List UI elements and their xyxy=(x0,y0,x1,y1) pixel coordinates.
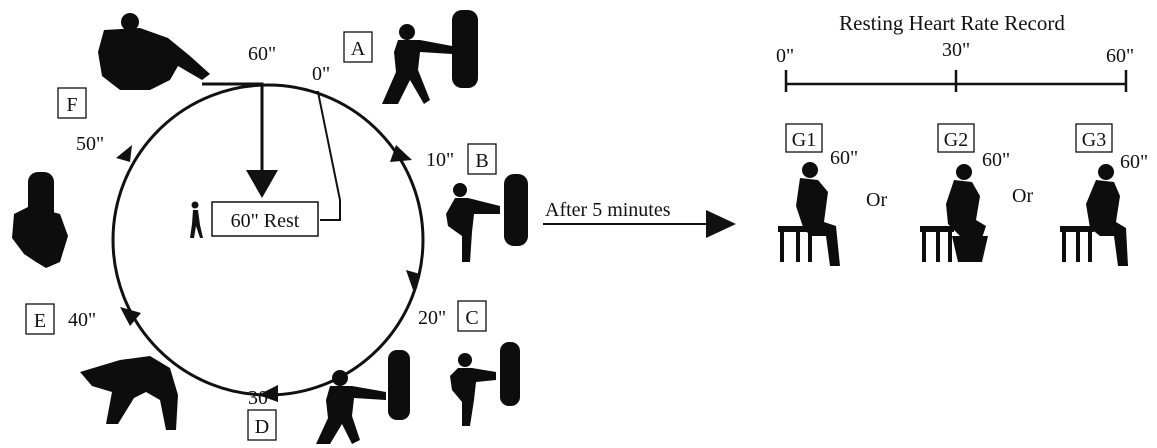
circuit-direction-arrows xyxy=(116,145,420,402)
arrow-e-to-f xyxy=(116,145,132,162)
station-a-time: 0" xyxy=(312,63,330,85)
boxer-silhouette-d xyxy=(316,370,386,444)
rest-box xyxy=(211,201,319,237)
or-connector-1: Or xyxy=(866,189,887,211)
group-g2-time: 60" xyxy=(982,149,1010,171)
or-connector-2: Or xyxy=(1012,185,1033,207)
boxer-punching-bag-silhouette xyxy=(382,10,478,104)
station-e-letter: E xyxy=(34,310,46,332)
hr-tick-label-60: 60" xyxy=(1106,45,1134,67)
heavy-bag-silhouette-e xyxy=(12,172,68,268)
group-g2-box xyxy=(937,123,975,153)
group-g1-label: G1 xyxy=(792,129,816,151)
station-e-time: 40" xyxy=(68,309,96,331)
transition-arrow-head xyxy=(706,210,736,238)
station-d-letter: D xyxy=(255,416,269,438)
seated-person-g2-silhouette xyxy=(920,164,988,262)
transition-label: After 5 minutes xyxy=(545,199,671,221)
station-a-box xyxy=(343,31,373,63)
heart-rate-title: Resting Heart Rate Record xyxy=(839,11,1065,35)
top-time-label: 60" xyxy=(248,43,276,65)
arrow-b-to-c xyxy=(406,270,420,290)
station-e-box xyxy=(25,303,55,335)
station-c-time: 20" xyxy=(418,307,446,329)
rest-connector xyxy=(313,91,341,221)
station-c-box xyxy=(457,300,487,332)
station-d-time: 30" xyxy=(248,387,276,409)
hr-tick-label-30: 30" xyxy=(942,39,970,61)
group-g3-label: G3 xyxy=(1082,129,1106,151)
arrow-c-to-d xyxy=(258,385,278,402)
station-b-time: 10" xyxy=(426,149,454,171)
runner-icon xyxy=(190,201,203,238)
rest-arrow xyxy=(202,82,278,198)
station-f-letter: F xyxy=(66,94,77,116)
station-b-box xyxy=(467,143,497,175)
grappling-silhouette-f xyxy=(98,13,210,90)
station-c-letter: C xyxy=(465,307,478,329)
seated-person-g1-silhouette xyxy=(778,162,840,266)
kicker-bag-silhouette-b xyxy=(446,174,528,262)
arrow-d-to-e xyxy=(120,307,141,326)
group-g1-time: 60" xyxy=(830,147,858,169)
arrow-a-to-b xyxy=(390,145,412,162)
wrestler-silhouette-de xyxy=(80,356,178,430)
station-d-box xyxy=(247,409,277,441)
bag-and-kicker-silhouette-c xyxy=(388,342,520,426)
group-g2-label: G2 xyxy=(944,129,968,151)
group-g1-box xyxy=(785,123,823,153)
group-g3-time: 60" xyxy=(1120,151,1148,173)
group-g3-box xyxy=(1075,123,1113,153)
station-a-letter: A xyxy=(351,38,366,60)
seated-person-g3-silhouette xyxy=(1060,164,1128,266)
station-b-letter: B xyxy=(475,150,488,172)
circuit-ring xyxy=(111,83,425,397)
station-f-box xyxy=(57,87,87,119)
rest-label: 60" Rest xyxy=(231,210,300,232)
station-f-time: 50" xyxy=(76,133,104,155)
hr-tick-label-0: 0" xyxy=(776,45,794,67)
